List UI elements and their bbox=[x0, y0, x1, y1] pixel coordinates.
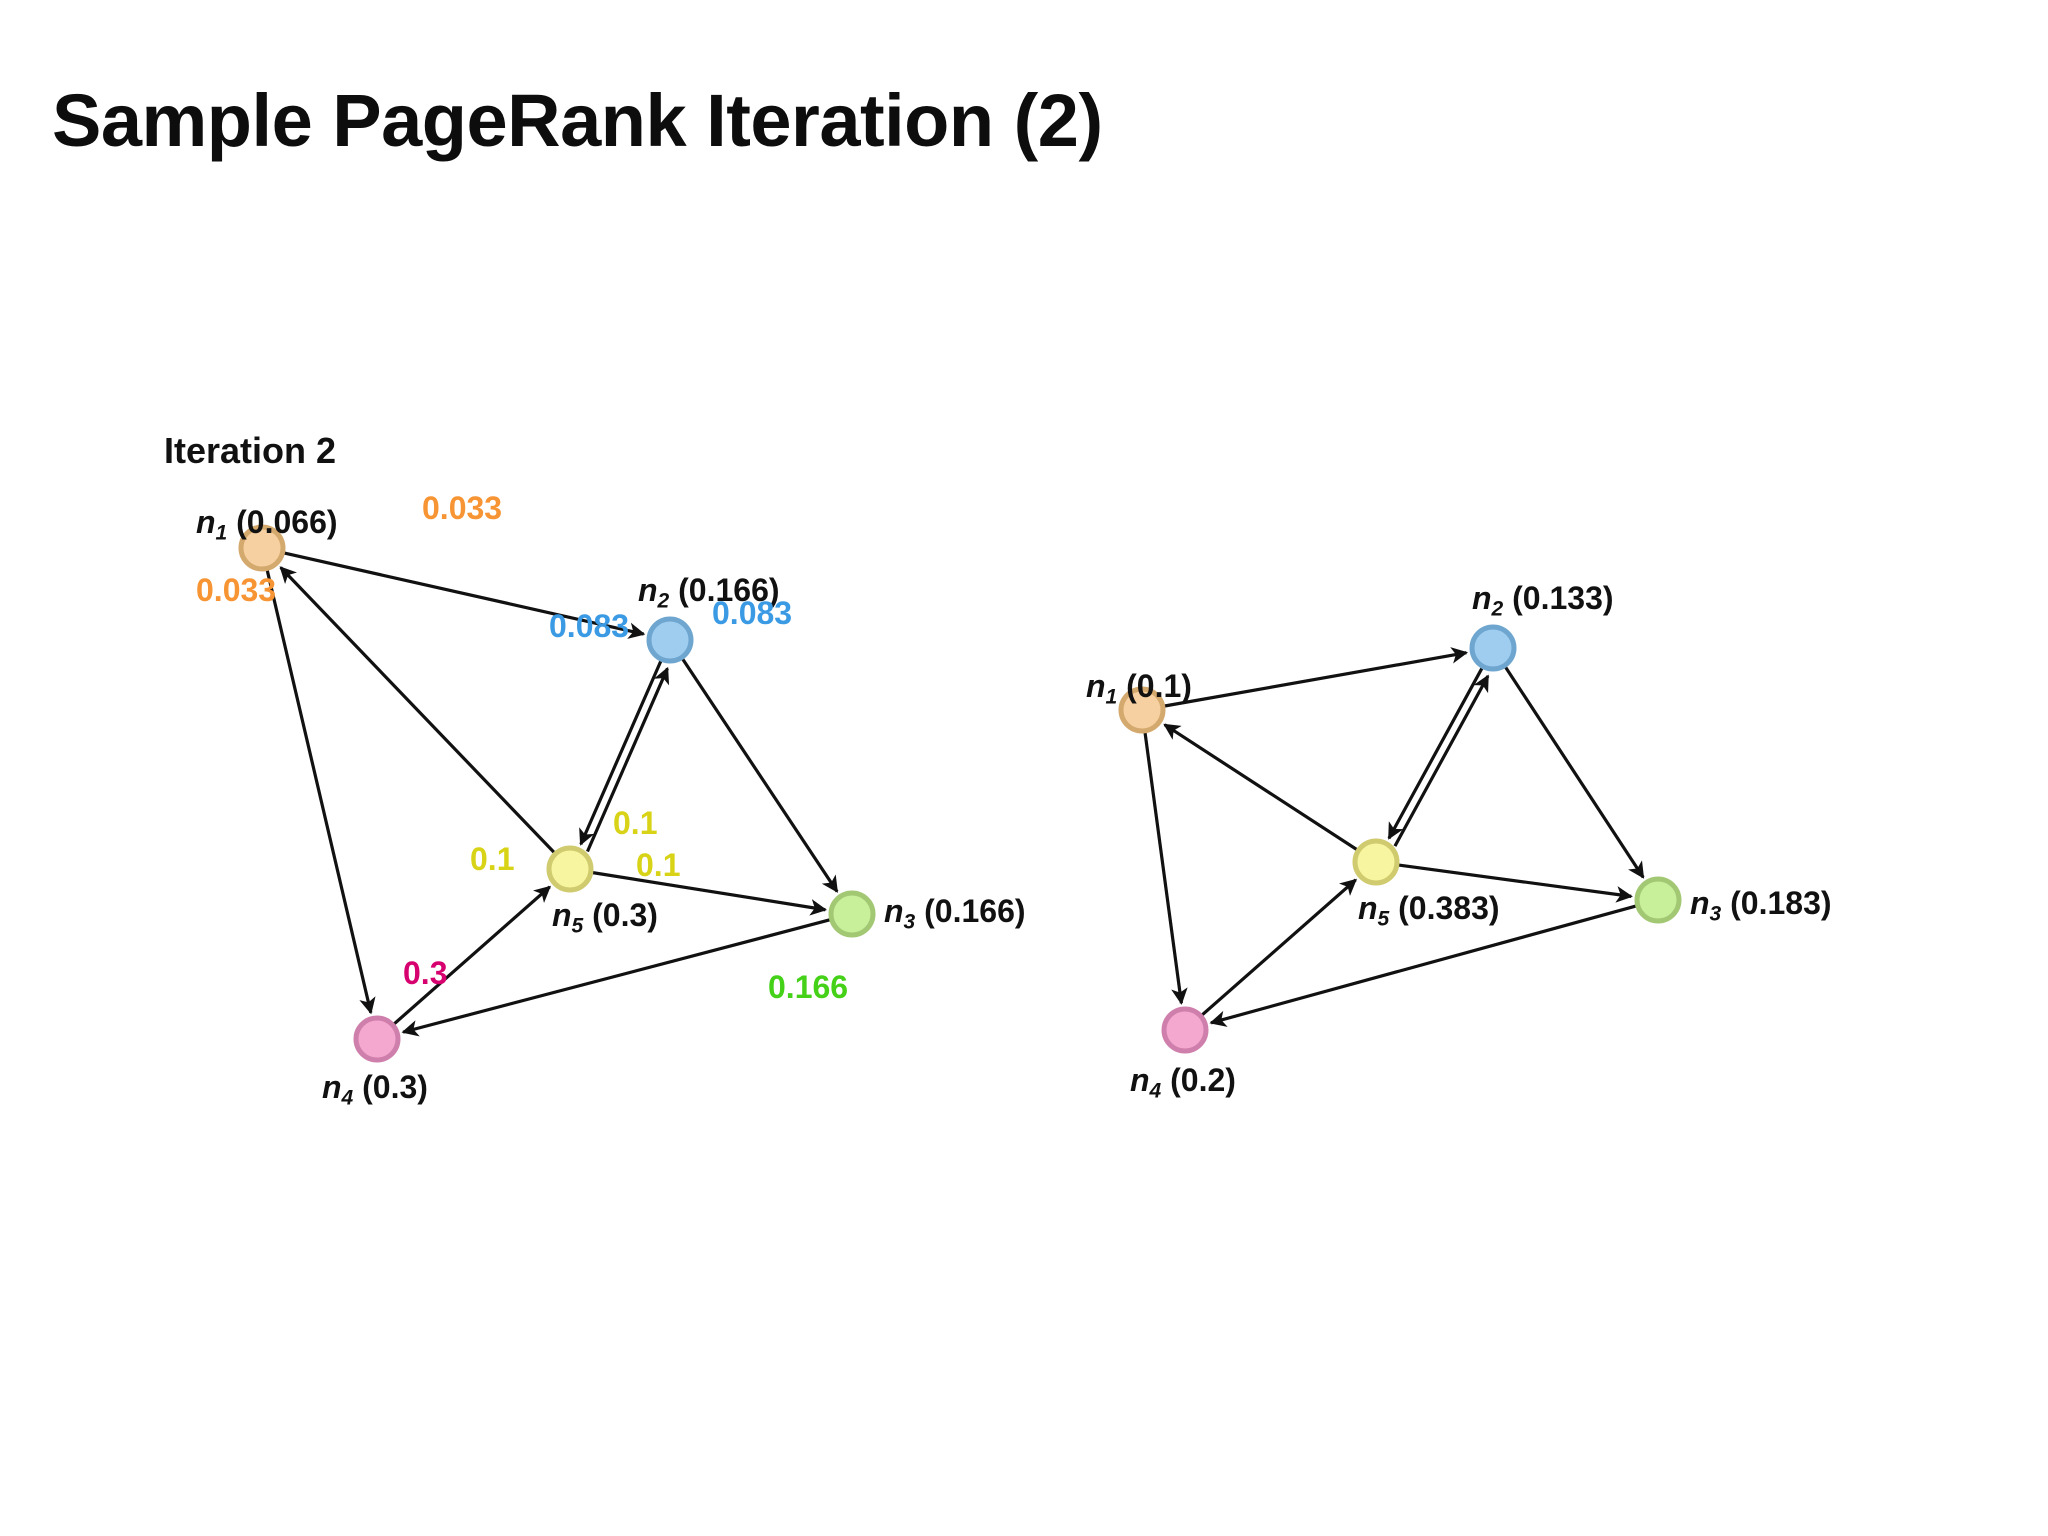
edge-weight-label: 0.1 bbox=[470, 841, 515, 877]
node-label-subscript: 4 bbox=[341, 1086, 354, 1110]
node-label-value: (0.2) bbox=[1161, 1062, 1236, 1098]
edge-weight-label: 0.3 bbox=[403, 955, 448, 991]
node-label-symbol: n4 bbox=[1130, 1062, 1162, 1103]
node-circle-n5[interactable] bbox=[546, 845, 594, 893]
node-circle-n3[interactable] bbox=[828, 890, 876, 938]
graph-node-n3[interactable] bbox=[1634, 876, 1682, 924]
node-label-n5: n5 (0.383) bbox=[1358, 890, 1500, 932]
node-label-n3: n3 (0.166) bbox=[884, 893, 1026, 935]
node-label-symbol: n5 bbox=[1358, 890, 1390, 931]
graph-edge-n2-to-n3 bbox=[1504, 666, 1645, 879]
graph-edge-n5-to-n2 bbox=[1393, 674, 1490, 847]
graph-edge-n1-to-n4 bbox=[1143, 732, 1188, 1005]
node-label-subscript: 3 bbox=[1709, 902, 1722, 926]
node-label-value: (0.383) bbox=[1389, 890, 1500, 926]
node-label-n1: n1 (0.066) bbox=[196, 504, 338, 546]
graph-node-n4[interactable] bbox=[1161, 1006, 1209, 1054]
edge-weight-label: 0.166 bbox=[768, 969, 849, 1005]
node-label-value: (0.166) bbox=[915, 893, 1026, 929]
iteration-caption: Iteration 2 bbox=[164, 430, 337, 471]
node-circle-n3[interactable] bbox=[1634, 876, 1682, 924]
graph-edge-n2-to-n5 bbox=[1387, 667, 1484, 840]
graph-edge-n1-to-n2 bbox=[1164, 647, 1469, 708]
node-circle-n2[interactable] bbox=[646, 616, 694, 664]
node-label-n1: n1 (0.1) bbox=[1086, 668, 1192, 710]
node-label-subscript: 2 bbox=[657, 589, 670, 613]
node-label-subscript: 1 bbox=[1105, 685, 1118, 709]
page-title: Sample PageRank Iteration (2) bbox=[52, 79, 1103, 162]
graph-node-n4[interactable] bbox=[353, 1015, 401, 1063]
right-graph-nodes bbox=[1118, 624, 1682, 1054]
node-label-subscript: 4 bbox=[1149, 1079, 1162, 1103]
graph-edge-n5-to-n1 bbox=[1163, 723, 1358, 851]
edge-weight-label: 0.033 bbox=[196, 572, 277, 608]
node-label-symbol: n3 bbox=[884, 893, 916, 934]
node-circle-n4[interactable] bbox=[353, 1015, 401, 1063]
node-circle-n2[interactable] bbox=[1469, 624, 1517, 672]
node-label-n5: n5 (0.3) bbox=[552, 897, 658, 939]
node-label-subscript: 1 bbox=[215, 521, 228, 545]
node-label-n2: n2 (0.133) bbox=[1472, 580, 1614, 622]
node-label-symbol: n2 bbox=[638, 572, 670, 613]
node-label-n3: n3 (0.183) bbox=[1690, 885, 1832, 927]
node-label-value: (0.133) bbox=[1503, 580, 1614, 616]
node-label-symbol: n3 bbox=[1690, 885, 1722, 926]
graph-edge-n1-to-n4 bbox=[265, 570, 376, 1015]
node-label-value: (0.066) bbox=[227, 504, 338, 540]
node-label-subscript: 5 bbox=[1377, 907, 1390, 931]
node-label-subscript: 3 bbox=[903, 910, 916, 934]
graph-node-n3[interactable] bbox=[828, 890, 876, 938]
edge-weight-label: 0.033 bbox=[422, 490, 503, 526]
graph-edge-n4-to-n5 bbox=[1201, 878, 1357, 1017]
graph-node-n5[interactable] bbox=[1352, 838, 1400, 886]
node-label-value: (0.166) bbox=[669, 572, 780, 608]
node-label-value: (0.183) bbox=[1721, 885, 1832, 921]
edge-weight-label: 0.083 bbox=[549, 608, 630, 644]
node-label-subscript: 2 bbox=[1491, 597, 1504, 621]
node-label-symbol: n5 bbox=[552, 897, 584, 938]
node-label-n2: n2 (0.166) bbox=[638, 572, 780, 614]
graph-edge-n5-to-n1 bbox=[279, 566, 556, 854]
edge-weight-label: 0.1 bbox=[636, 847, 681, 883]
node-circle-n4[interactable] bbox=[1161, 1006, 1209, 1054]
node-label-symbol: n4 bbox=[322, 1069, 354, 1110]
node-label-symbol: n1 bbox=[196, 504, 228, 545]
node-label-value: (0.3) bbox=[583, 897, 658, 933]
right-graph-edges bbox=[1143, 647, 1645, 1027]
node-label-value: (0.1) bbox=[1117, 668, 1192, 704]
node-label-n4: n4 (0.3) bbox=[322, 1069, 428, 1111]
graph-node-n5[interactable] bbox=[546, 845, 594, 893]
edge-weight-label: 0.1 bbox=[613, 805, 658, 841]
node-label-subscript: 5 bbox=[571, 914, 584, 938]
graph-edge-n2-to-n3 bbox=[681, 658, 839, 893]
graph-node-n2[interactable] bbox=[646, 616, 694, 664]
edge-weight-label: 0.083 bbox=[712, 595, 793, 631]
node-label-value: (0.3) bbox=[353, 1069, 428, 1105]
node-label-symbol: n2 bbox=[1472, 580, 1504, 621]
node-label-n4: n4 (0.2) bbox=[1130, 1062, 1236, 1104]
node-label-symbol: n1 bbox=[1086, 668, 1118, 709]
node-circle-n5[interactable] bbox=[1352, 838, 1400, 886]
graph-node-n2[interactable] bbox=[1469, 624, 1517, 672]
